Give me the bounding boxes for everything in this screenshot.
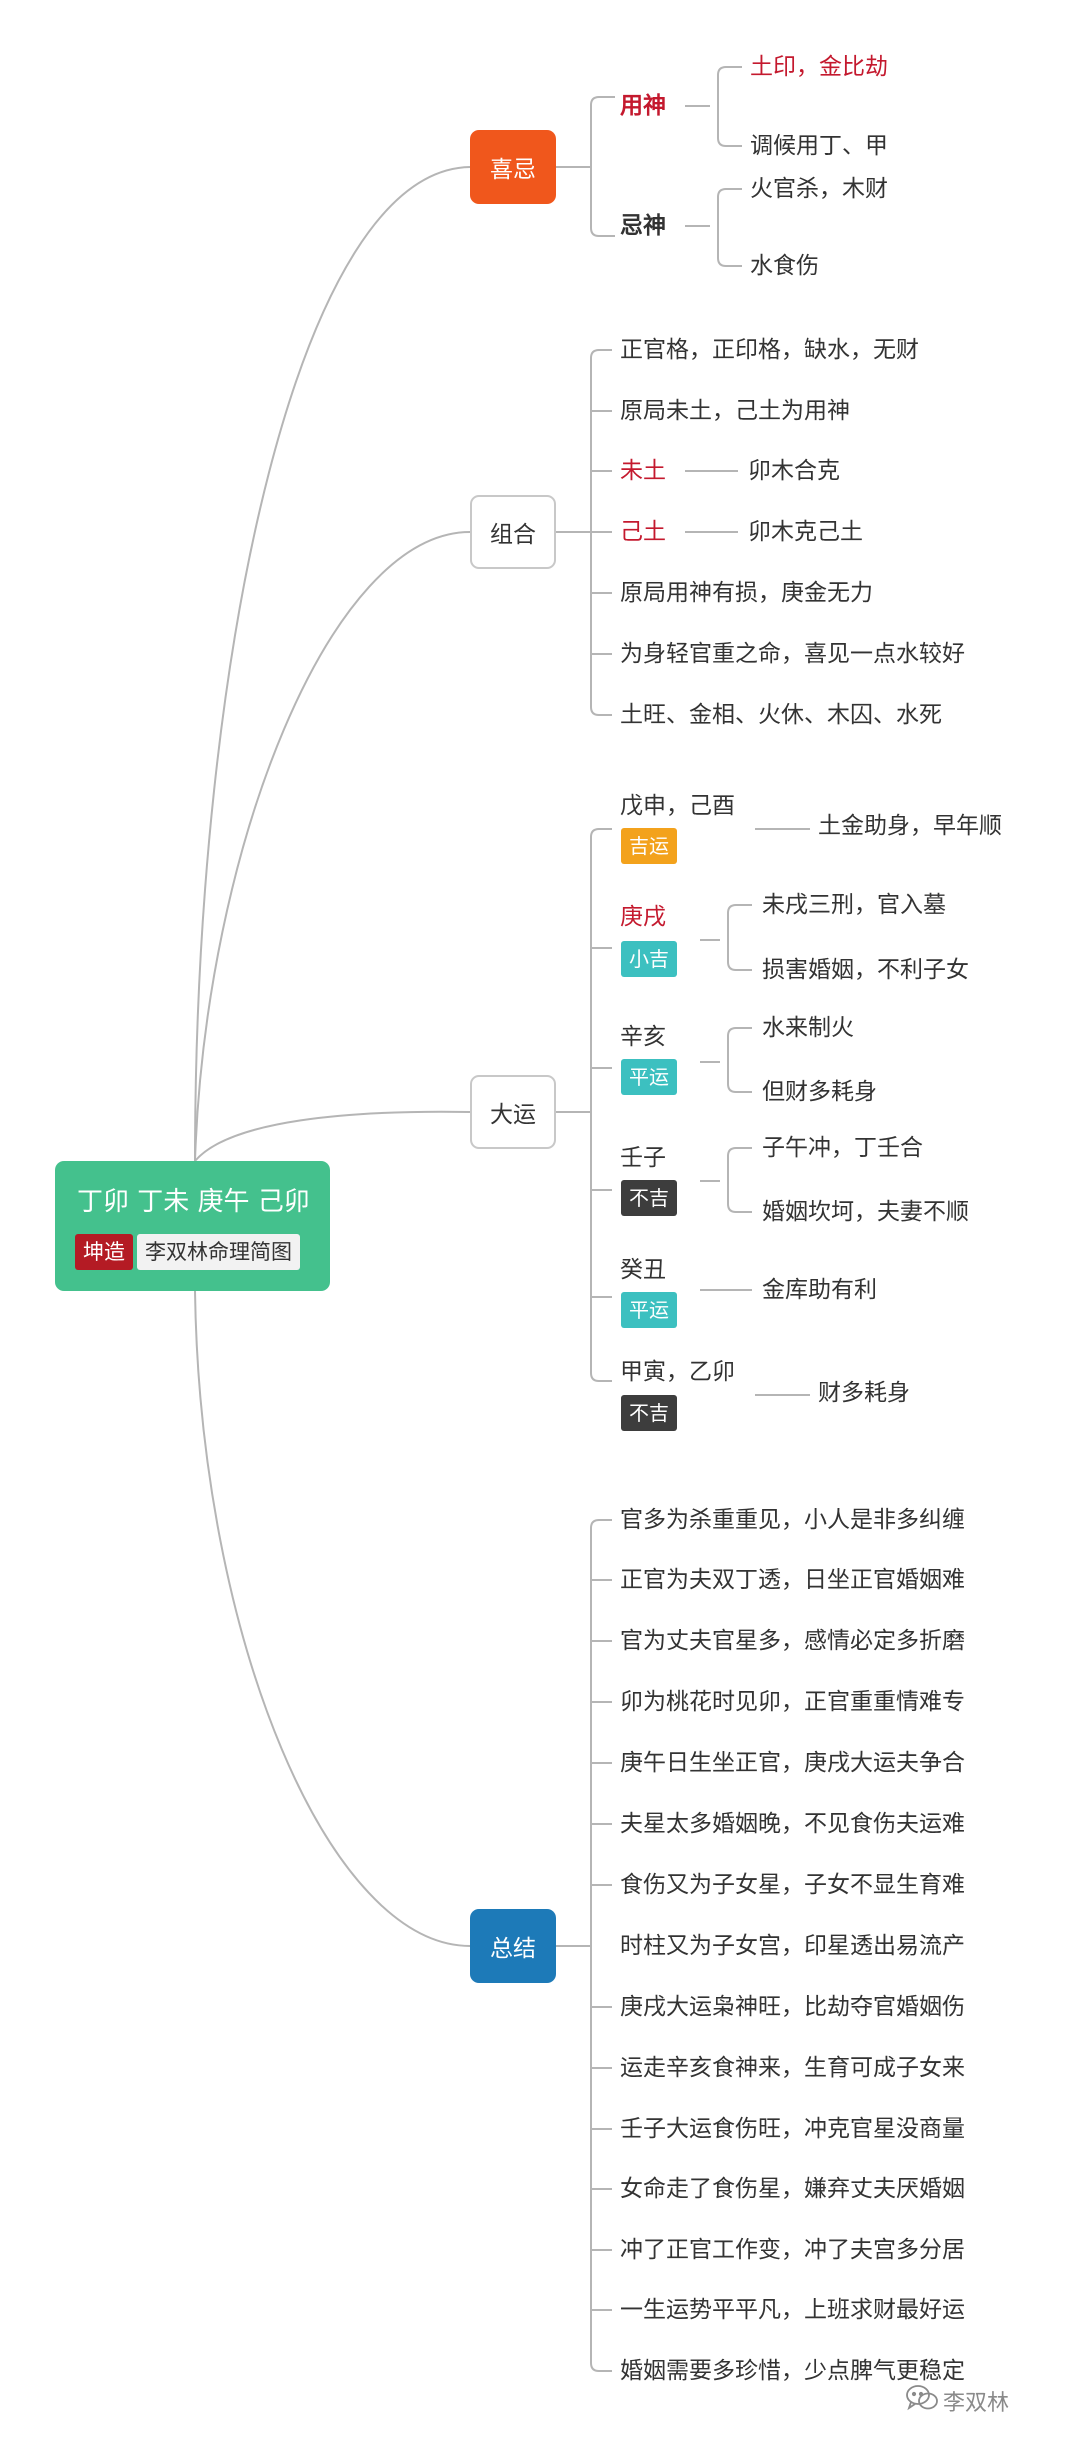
yongshen-label[interactable]: 用神 (620, 93, 666, 119)
zuhe-item[interactable]: 原局用神有损，庚金无力 (620, 580, 873, 606)
zuhe-item-detail[interactable]: 卯木合克 (748, 458, 840, 484)
zuhe-item[interactable]: 己土 (620, 519, 666, 545)
zongjie-item[interactable]: 夫星太多婚姻晚，不见食伤夫运难 (620, 1811, 965, 1837)
luck-badge: 吉运 (621, 828, 677, 864)
zongjie-item[interactable]: 婚姻需要多珍惜，少点脾气更稳定 (620, 2358, 965, 2384)
dayun-detail[interactable]: 但财多耗身 (762, 1079, 877, 1105)
connector-root-zuhe (194, 531, 471, 1162)
zongjie-item[interactable]: 时柱又为子女宫，印星透出易流产 (620, 1933, 965, 1959)
luck-badge: 小吉 (621, 941, 677, 977)
zongjie-item[interactable]: 庚戌大运枭神旺，比劫夺官婚姻伤 (620, 1994, 965, 2020)
zongjie-item[interactable]: 冲了正官工作变，冲了夫宫多分居 (620, 2237, 965, 2263)
luck-badge: 平运 (621, 1292, 677, 1328)
zongjie-item[interactable]: 正官为夫双丁透，日坐正官婚姻难 (620, 1567, 965, 1593)
watermark: 李双林 (905, 2384, 1009, 2418)
dayun-detail[interactable]: 土金助身，早年顺 (818, 813, 1002, 839)
dayun-name[interactable]: 壬子 (620, 1145, 666, 1171)
jishen-item[interactable]: 火官杀，木财 (750, 176, 888, 202)
luck-badge: 不吉 (621, 1395, 677, 1431)
zongjie-item[interactable]: 卯为桃花时见卯，正官重重情难专 (620, 1689, 965, 1715)
branch-dayun[interactable]: 大运 (470, 1075, 556, 1149)
zuhe-item[interactable]: 正官格，正印格，缺水，无财 (620, 337, 919, 363)
branch-zuhe[interactable]: 组合 (470, 495, 556, 569)
dayun-detail[interactable]: 财多耗身 (818, 1380, 910, 1406)
connector-root-dayun (194, 1110, 471, 1162)
root-subtitle: 李双林命理简图 (137, 1234, 300, 1270)
zuhe-item[interactable]: 土旺、金相、火休、木囚、水死 (620, 702, 942, 728)
zuhe-item-detail[interactable]: 卯木克己土 (748, 519, 863, 545)
dayun-detail[interactable]: 未戌三刑，官入墓 (762, 892, 946, 918)
root-node[interactable]: 丁卯 丁未 庚午 己卯 坤造 李双林命理简图 (55, 1161, 330, 1291)
root-tag-badge: 坤造 (75, 1234, 133, 1270)
luck-badge: 不吉 (621, 1180, 677, 1216)
dayun-detail[interactable]: 金库助有利 (762, 1277, 877, 1303)
dayun-name[interactable]: 癸丑 (620, 1257, 666, 1283)
dayun-detail[interactable]: 子午冲，丁壬合 (762, 1135, 923, 1161)
zongjie-item[interactable]: 庚午日生坐正官，庚戌大运夫争合 (620, 1750, 965, 1776)
zuhe-item[interactable]: 原局未土，己土为用神 (620, 398, 850, 424)
dayun-detail[interactable]: 婚姻坎坷，夫妻不顺 (762, 1199, 969, 1225)
watermark-text: 李双林 (943, 2391, 1010, 2416)
branch-xiji[interactable]: 喜忌 (470, 130, 556, 204)
luck-badge: 平运 (621, 1059, 677, 1095)
zongjie-item[interactable]: 一生运势平平凡，上班求财最好运 (620, 2297, 965, 2323)
zongjie-item[interactable]: 壬子大运食伤旺，冲克官星没商量 (620, 2116, 965, 2142)
branch-zongjie[interactable]: 总结 (470, 1909, 556, 1983)
yongshen-item[interactable]: 调候用丁、甲 (750, 133, 888, 159)
dayun-detail[interactable]: 水来制火 (762, 1015, 854, 1041)
dayun-name[interactable]: 庚戌 (620, 904, 666, 930)
jishen-item[interactable]: 水食伤 (750, 253, 819, 279)
jishen-label[interactable]: 忌神 (620, 213, 666, 239)
connector-root-xiji (194, 166, 471, 1162)
dayun-detail[interactable]: 损害婚姻，不利子女 (762, 957, 969, 983)
zongjie-item[interactable]: 官为丈夫官星多，感情必定多折磨 (620, 1628, 965, 1654)
zongjie-item[interactable]: 运走辛亥食神来，生育可成子女来 (620, 2055, 965, 2081)
root-title: 丁卯 丁未 庚午 己卯 (77, 1187, 310, 1217)
zuhe-item[interactable]: 为身轻官重之命，喜见一点水较好 (620, 641, 965, 667)
zongjie-item[interactable]: 官多为杀重重见，小人是非多纠缠 (620, 1507, 965, 1533)
dayun-name[interactable]: 甲寅，乙卯 (620, 1359, 735, 1385)
dayun-name[interactable]: 戊申，己酉 (620, 793, 735, 819)
zongjie-item[interactable]: 女命走了食伤星，嫌弃丈夫厌婚姻 (620, 2176, 965, 2202)
zuhe-item[interactable]: 未土 (620, 458, 666, 484)
dayun-name[interactable]: 辛亥 (620, 1024, 666, 1050)
zongjie-item[interactable]: 食伤又为子女星，子女不显生育难 (620, 1872, 965, 1898)
wechat-icon (905, 2384, 939, 2418)
yongshen-item[interactable]: 土印，金比劫 (750, 54, 888, 80)
connector-root-zongjie (194, 1290, 471, 1947)
